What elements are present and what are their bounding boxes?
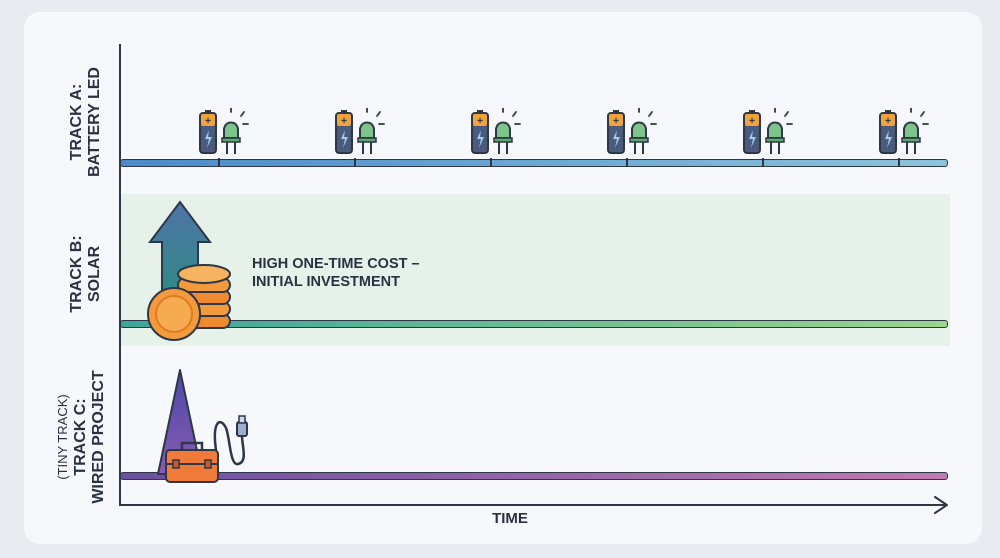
cost-annotation: HIGH ONE-TIME COST – INITIAL INVESTMENT — [252, 255, 472, 291]
track-a-tick — [898, 158, 900, 166]
track-a-tick — [626, 158, 628, 166]
track-c-label-line1: TRACK C: — [72, 398, 89, 476]
track-a-line — [120, 159, 948, 167]
track-a-label-line2: BATTERY LED — [86, 67, 103, 177]
svg-text:+: + — [205, 116, 211, 127]
battery-led-icon: + — [471, 108, 521, 154]
track-c-label-line2: WIRED PROJECT — [90, 370, 107, 504]
svg-text:+: + — [885, 116, 891, 127]
x-axis-arrow-icon — [934, 496, 948, 514]
track-b-label-line2: SOLAR — [86, 246, 103, 302]
x-axis-label: TIME — [492, 510, 528, 527]
battery-led-icon: + — [607, 108, 657, 154]
track-a-label: TRACK A: BATTERY LED — [68, 52, 108, 192]
battery-led-icon: + — [335, 108, 385, 154]
track-a-tick — [218, 158, 220, 166]
svg-text:+: + — [477, 116, 483, 127]
svg-text:+: + — [749, 116, 755, 127]
y-axis — [119, 44, 121, 506]
track-b-label-line1: TRACK B: — [68, 235, 85, 313]
svg-text:+: + — [341, 116, 347, 127]
cost-annotation-line1: HIGH ONE-TIME COST – — [252, 256, 420, 272]
svg-text:+: + — [613, 116, 619, 127]
track-a-tick — [490, 158, 492, 166]
track-a-label-line1: TRACK A: — [68, 83, 85, 161]
track-b-label: TRACK B: SOLAR — [68, 204, 108, 344]
track-c-line — [120, 472, 948, 480]
track-b-line — [120, 320, 948, 328]
track-c-label: (TINY TRACK) TRACK C: WIRED PROJECT — [54, 362, 112, 512]
track-a-tick — [354, 158, 356, 166]
track-a-tick — [762, 158, 764, 166]
cost-annotation-line2: INITIAL INVESTMENT — [252, 274, 400, 290]
battery-led-icon: + — [743, 108, 793, 154]
wired-project-icon — [157, 369, 248, 483]
solar-investment-icon — [147, 200, 231, 341]
x-axis — [119, 504, 945, 506]
battery-led-icon: + — [879, 108, 929, 154]
track-c-note: (TINY TRACK) — [55, 394, 70, 480]
battery-led-icon: + — [199, 108, 249, 154]
